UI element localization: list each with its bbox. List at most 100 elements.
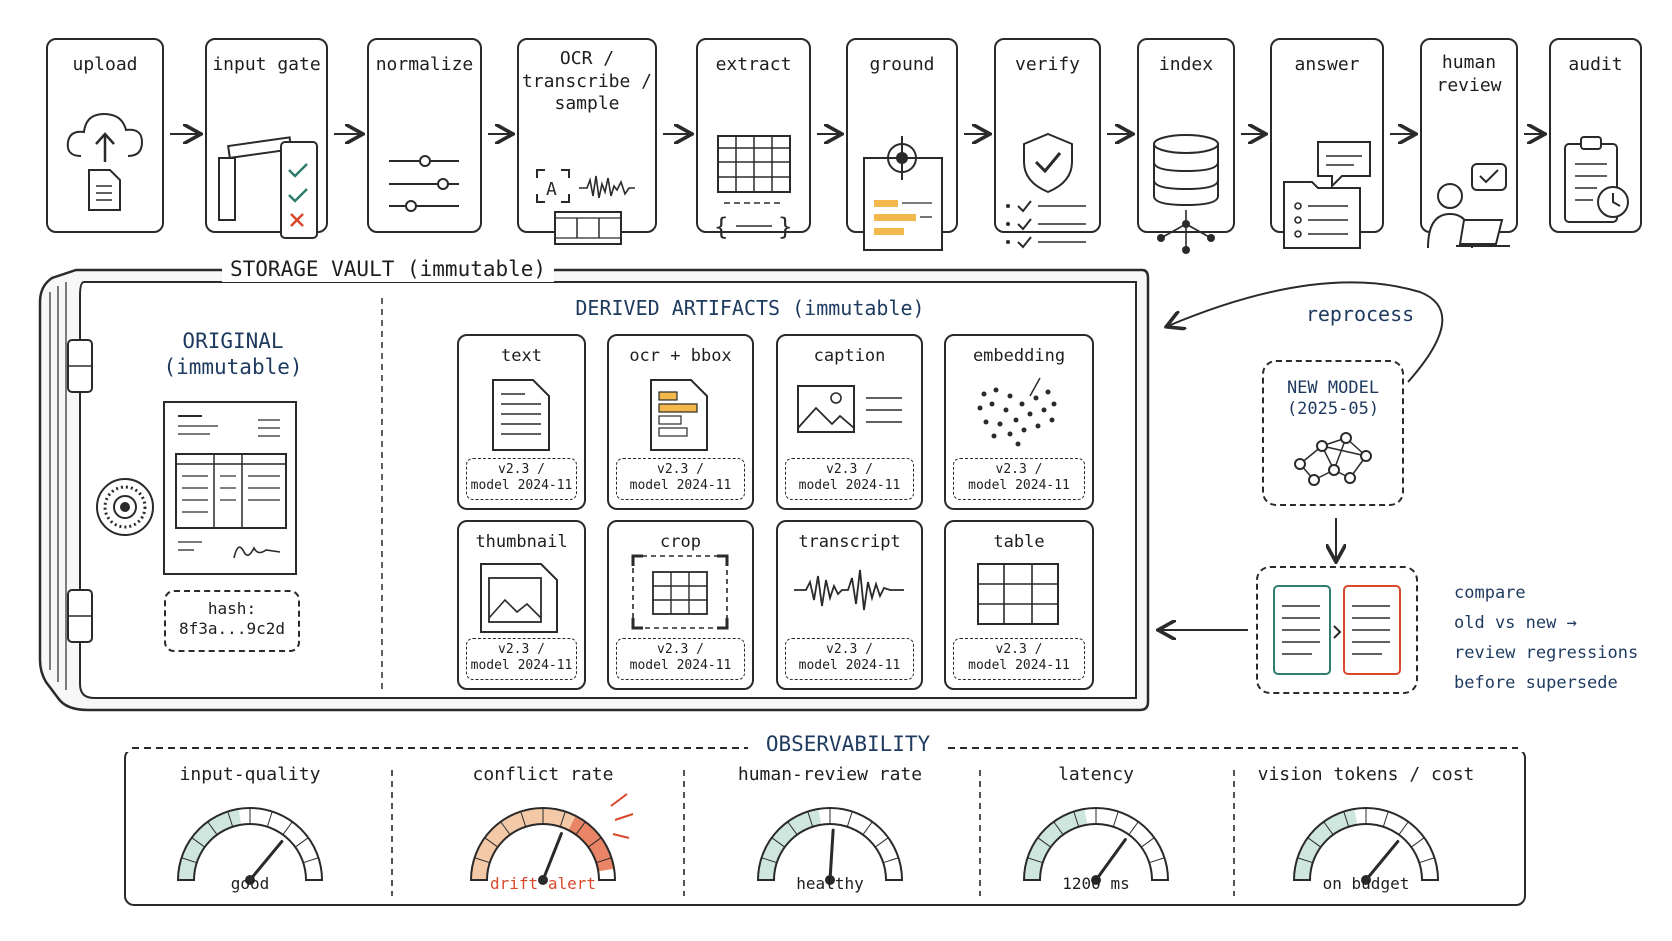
gauge-tick bbox=[846, 811, 853, 827]
gauge-tick bbox=[771, 837, 785, 848]
observability-title: OBSERVABILITY bbox=[748, 731, 948, 758]
artifact-label: ocr + bbox bbox=[629, 346, 732, 366]
compare-documents-icon bbox=[1273, 585, 1401, 675]
gauge-tick bbox=[1382, 811, 1389, 827]
gate-checklist-icon bbox=[218, 136, 318, 239]
artifact-thumbnail: thumbnail v2.3 / model 2024-11 bbox=[457, 520, 586, 690]
invoice-document-icon bbox=[163, 401, 297, 575]
artifact-crop: crop v2.3 / model 2024-11 bbox=[607, 520, 754, 690]
artifact-version: v2.3 / model 2024-11 bbox=[785, 638, 914, 680]
vault-dial-icon bbox=[96, 478, 154, 536]
gauge-outline bbox=[756, 807, 904, 881]
thumbnail-icon bbox=[480, 563, 558, 633]
derived-title: DERIVED ARTIFACTS (immutable) bbox=[575, 296, 925, 320]
step-label: audit bbox=[1568, 54, 1623, 75]
gauge-tick bbox=[1141, 837, 1155, 848]
gauge-tick bbox=[1149, 857, 1165, 864]
gauge-tick bbox=[875, 837, 889, 848]
person-laptop-icon bbox=[1427, 163, 1510, 249]
step-human-review: human review bbox=[1420, 38, 1518, 249]
reprocess-label: reprocess bbox=[1305, 302, 1415, 326]
compare-description: compare old vs new → review regressions … bbox=[1454, 583, 1639, 693]
gauge-needle bbox=[828, 828, 835, 882]
shield-check-icon bbox=[1006, 132, 1086, 249]
gauge-dial bbox=[1022, 807, 1170, 885]
gauge-tick bbox=[191, 837, 205, 848]
artifact-version: v2.3 / model 2024-11 bbox=[953, 458, 1085, 500]
gauge-title: vision tokens / cost bbox=[1257, 764, 1475, 785]
gauge-tick bbox=[266, 811, 273, 827]
database-icon bbox=[1153, 134, 1219, 254]
hash-box: hash: 8f3a...9c2d bbox=[164, 590, 300, 652]
gauge-tick bbox=[761, 857, 777, 864]
gauge-tick bbox=[862, 821, 873, 835]
step-answer: answer bbox=[1270, 38, 1384, 249]
artifact-ocr-bbox: ocr + bbox v2.3 / model 2024-11 bbox=[607, 334, 754, 510]
artifact-label: caption bbox=[813, 346, 886, 366]
clipboard-clock-icon bbox=[1564, 136, 1629, 223]
gauge-tick bbox=[1053, 821, 1064, 835]
artifact-label: table bbox=[993, 532, 1045, 552]
ocr-audio-film-icon: A bbox=[536, 169, 635, 245]
gauge-status: on budget bbox=[1322, 874, 1410, 893]
artifact-text: text v2.3 / model 2024-11 bbox=[457, 334, 586, 510]
gauge-tick bbox=[227, 811, 234, 827]
gauge-dial bbox=[756, 807, 904, 885]
new-model-label: NEW MODEL (2025-05) bbox=[1286, 378, 1380, 420]
observability-panel bbox=[124, 748, 1526, 906]
vault-title: STORAGE VAULT (immutable) bbox=[222, 256, 555, 283]
waveform-icon bbox=[794, 569, 904, 611]
gauge-status: 1200 ms bbox=[1062, 874, 1130, 893]
gauge-tick bbox=[787, 821, 798, 835]
bbox-doc-icon bbox=[650, 379, 708, 451]
grid-table-icon bbox=[977, 563, 1059, 625]
gauge-tick bbox=[1343, 811, 1350, 827]
step-ocr-transcribe-sample: OCR / transcribe / sample A bbox=[517, 38, 657, 245]
gauge-tick bbox=[1411, 837, 1425, 848]
cloud-upload-icon bbox=[66, 112, 144, 211]
gauge-outline bbox=[1022, 807, 1170, 881]
step-audit: audit bbox=[1549, 38, 1642, 233]
gauge-tick bbox=[1398, 821, 1409, 835]
step-label: verify bbox=[1014, 54, 1081, 75]
gauge-tick bbox=[520, 811, 527, 827]
step-label: OCR / transcribe / sample bbox=[521, 48, 653, 114]
gauge-tick bbox=[1323, 821, 1334, 835]
gauge-title: input-quality bbox=[179, 764, 321, 785]
hash-value: hash: 8f3a...9c2d bbox=[179, 599, 285, 638]
sliders-icon bbox=[389, 155, 459, 212]
gauge-tick bbox=[303, 857, 319, 864]
svg-text:{: { bbox=[714, 213, 728, 241]
artifact-version: v2.3 / model 2024-11 bbox=[785, 458, 914, 500]
image-caption-icon bbox=[797, 385, 902, 433]
step-label: extract bbox=[715, 54, 792, 75]
gauge-needle bbox=[541, 832, 563, 882]
gauge-hub bbox=[538, 875, 548, 885]
artifact-label: embedding bbox=[972, 346, 1066, 366]
step-upload: upload bbox=[46, 38, 164, 233]
gauge-dial bbox=[1292, 807, 1440, 885]
gauge-outline bbox=[1292, 807, 1440, 881]
gauge-title: human-review rate bbox=[737, 764, 923, 785]
artifact-version: v2.3 / model 2024-11 bbox=[466, 458, 577, 500]
gauge-tick bbox=[1112, 811, 1119, 827]
svg-text:}: } bbox=[778, 213, 792, 241]
step-label: input gate bbox=[212, 54, 321, 75]
step-input-gate: input gate bbox=[205, 38, 328, 239]
gauge-tick bbox=[282, 821, 293, 835]
artifact-label: text bbox=[501, 346, 542, 366]
artifact-version: v2.3 / model 2024-11 bbox=[466, 638, 577, 680]
svg-text:A: A bbox=[546, 179, 557, 200]
neural-network-icon bbox=[1294, 432, 1372, 486]
reprocess-arrow bbox=[1168, 281, 1444, 383]
gauge-tick bbox=[1307, 837, 1321, 848]
gauge-tick bbox=[181, 857, 197, 864]
gauge-tick bbox=[1128, 821, 1139, 835]
gauge-title: conflict rate bbox=[472, 764, 614, 785]
chat-form-icon bbox=[1283, 141, 1371, 249]
alert-flash-mark bbox=[610, 793, 628, 807]
